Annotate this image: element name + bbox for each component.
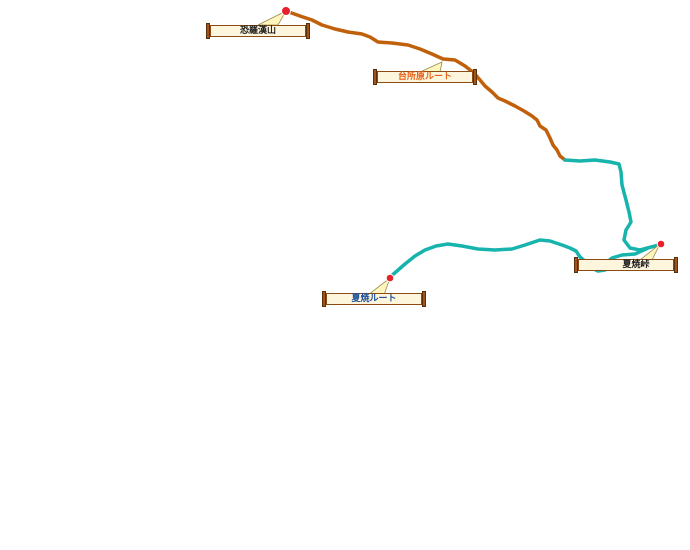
summit-label-text: 恐羅漢山 (239, 26, 276, 36)
daishobara-route-label[interactable]: 台所原ルート (373, 69, 477, 85)
pass-label[interactable]: 夏焼峠 (574, 257, 678, 273)
summit-label[interactable]: 恐羅漢山 (206, 23, 310, 39)
pass-label-text: 夏焼峠 (622, 260, 650, 270)
natsuyake-route-label[interactable]: 夏焼ルート (322, 291, 426, 307)
daishobara-route-label-text: 台所原ルート (397, 72, 452, 82)
daishobara-route-line[interactable] (284, 9, 567, 162)
summit-marker-icon[interactable] (281, 6, 291, 16)
pass-marker-icon[interactable] (656, 239, 666, 249)
trailhead-marker-icon[interactable] (385, 273, 395, 283)
natsuyake-route-label-text: 夏焼ルート (351, 294, 397, 304)
